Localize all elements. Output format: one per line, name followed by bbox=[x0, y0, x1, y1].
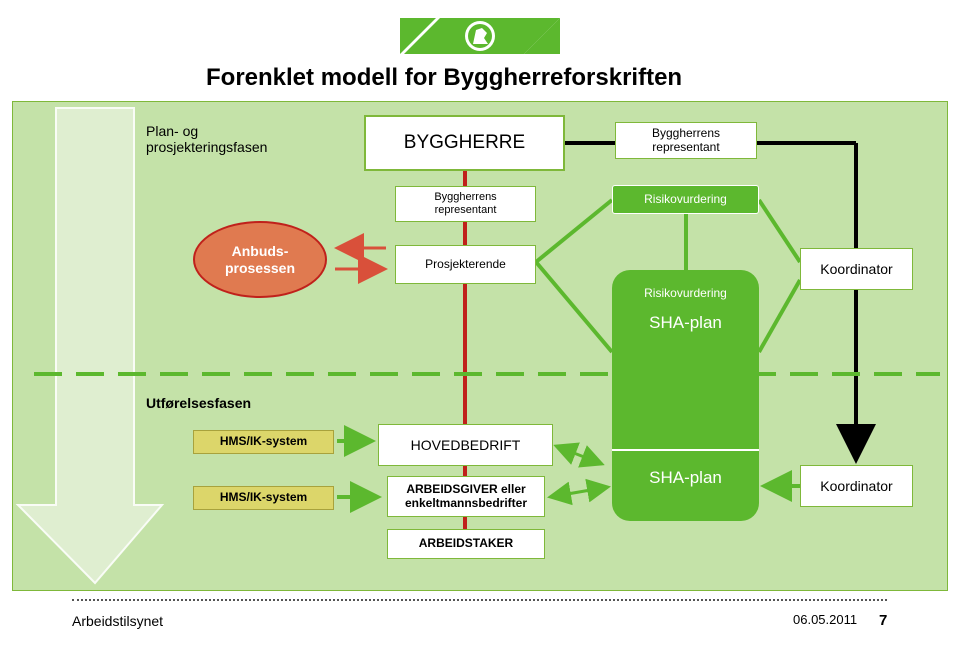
footer-divider bbox=[72, 599, 887, 601]
anbud-ellipse: Anbuds- prosessen bbox=[193, 221, 327, 298]
hms-system-1: HMS/IK-system bbox=[193, 430, 334, 454]
risk-green-label: Risikovurdering bbox=[644, 286, 727, 300]
sha-bottom-label: SHA-plan bbox=[649, 468, 722, 487]
bh-rep-mid-box: Byggherrens representant bbox=[395, 186, 536, 222]
phase-label-plan: Plan- og prosjekteringsfasen bbox=[146, 123, 268, 156]
sha-top-label: SHA-plan bbox=[649, 313, 722, 332]
sha-divider bbox=[612, 449, 759, 451]
footer-org: Arbeidstilsynet bbox=[72, 613, 164, 629]
hms-system-2: HMS/IK-system bbox=[193, 486, 334, 510]
hovedbedrift-box: HOVEDBEDRIFT bbox=[378, 424, 553, 466]
koordinator-bottom-box: Koordinator bbox=[800, 465, 913, 507]
footer-page-number: 7 bbox=[879, 612, 888, 629]
phase-label-execution: Utførelsesfasen bbox=[146, 395, 252, 411]
diagram-panel bbox=[12, 101, 948, 591]
arbeidstaker-box: ARBEIDSTAKER bbox=[387, 529, 545, 559]
page-title: Forenklet modell for Byggherreforskrifte… bbox=[206, 64, 683, 91]
arbeidsgiver-box: ARBEIDSGIVER eller enkeltmannsbedrifter bbox=[387, 476, 545, 517]
koordinator-top-box: Koordinator bbox=[800, 248, 913, 290]
sha-column bbox=[612, 270, 759, 521]
footer-date: 06.05.2011 bbox=[793, 612, 858, 627]
risk-top-box: Risikovurdering bbox=[612, 185, 759, 214]
bh-rep-top-box: Byggherrens representant bbox=[615, 122, 757, 159]
byggherre-box: BYGGHERRE bbox=[364, 115, 565, 171]
prosjekterende-box: Prosjekterende bbox=[395, 245, 536, 284]
